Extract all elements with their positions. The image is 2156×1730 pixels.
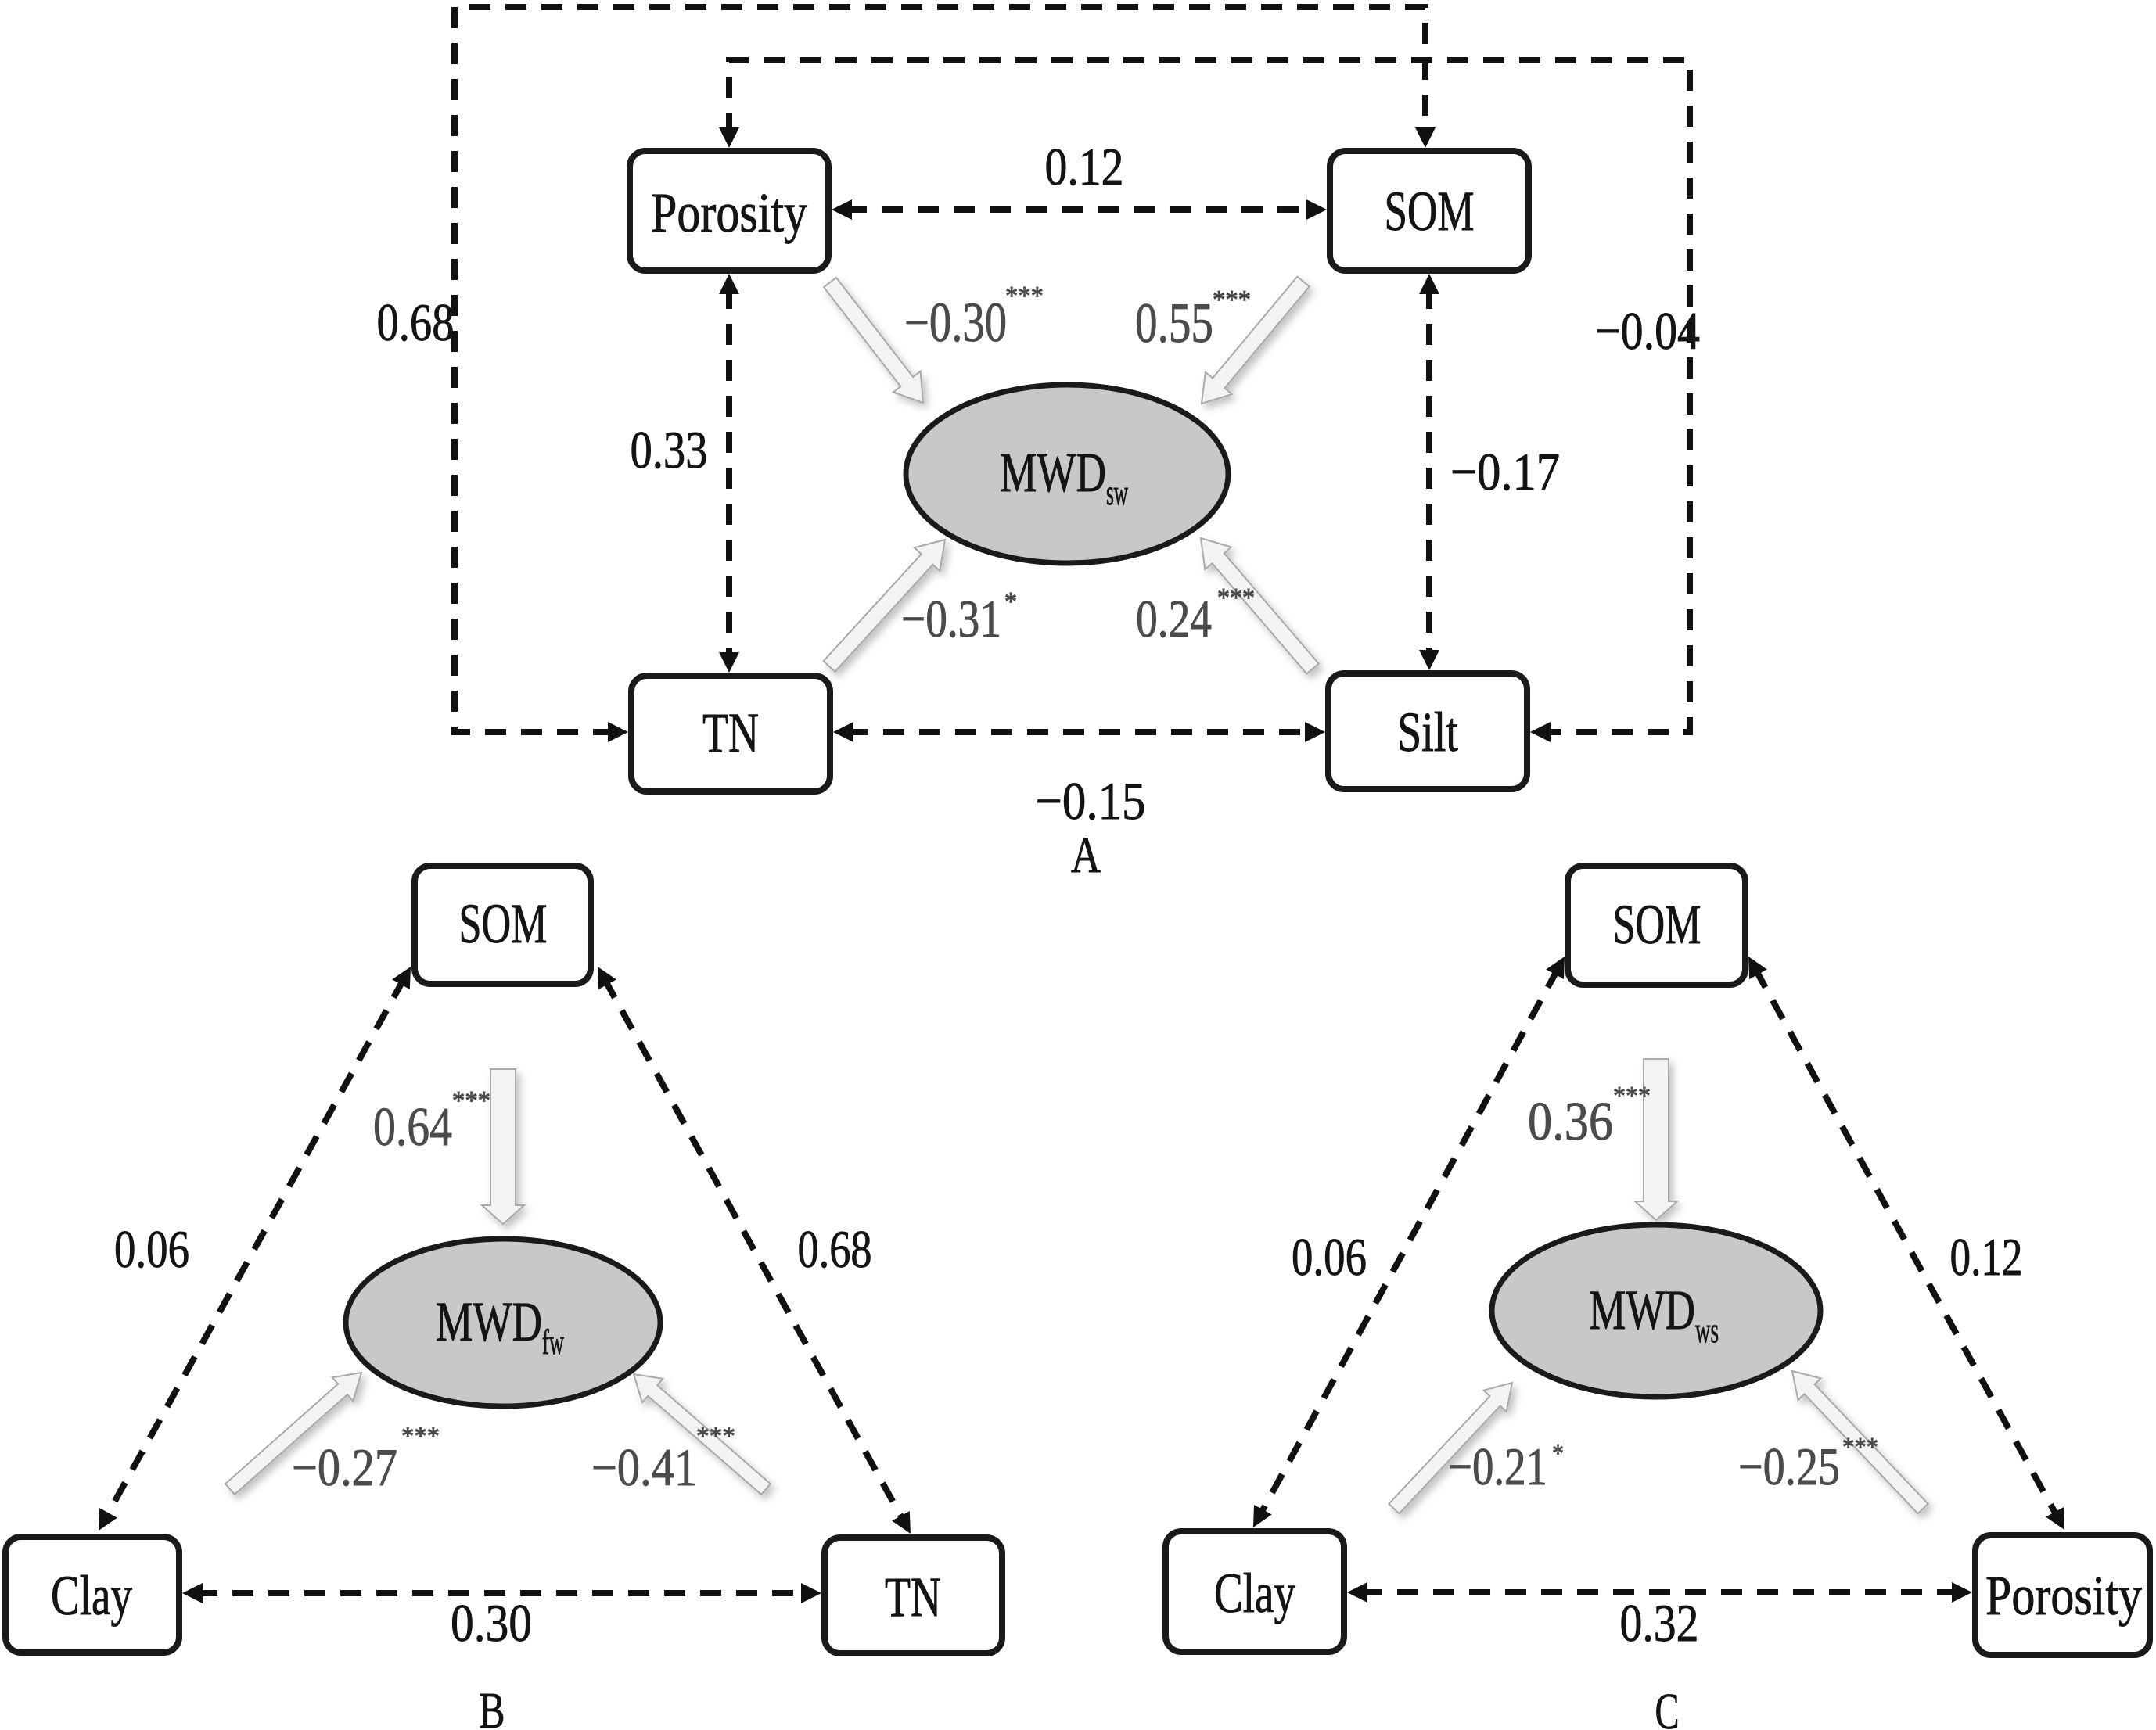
svg-text:MWDws: MWDws (1589, 1279, 1719, 1350)
svg-text:***: *** (452, 1086, 490, 1115)
svg-text:−0.25: −0.25 (1738, 1437, 1840, 1496)
svg-text:***: *** (1213, 285, 1251, 314)
svg-text:0.30: 0.30 (451, 1593, 532, 1653)
svg-text:−0.41: −0.41 (591, 1437, 697, 1497)
svg-text:SOM: SOM (459, 892, 548, 955)
svg-text:MWDsw: MWDsw (1000, 441, 1128, 512)
svg-text:−0.27: −0.27 (292, 1437, 397, 1497)
svg-text:0.55: 0.55 (1135, 292, 1213, 354)
svg-text:0.06: 0.06 (114, 1219, 189, 1279)
svg-text:0.33: 0.33 (631, 420, 708, 479)
svg-text:***: *** (1842, 1433, 1878, 1462)
svg-text:0.12: 0.12 (1950, 1227, 2023, 1287)
svg-text:Porosity: Porosity (651, 181, 807, 244)
svg-text:0.68: 0.68 (798, 1219, 872, 1279)
svg-text:*: * (1552, 1439, 1564, 1468)
svg-text:Clay: Clay (1214, 1562, 1295, 1624)
svg-text:SOM: SOM (1385, 180, 1475, 242)
svg-text:0.32: 0.32 (1620, 1593, 1699, 1653)
svg-text:A: A (1071, 827, 1101, 884)
svg-text:***: *** (1005, 282, 1044, 310)
svg-text:Clay: Clay (51, 1564, 132, 1627)
svg-text:***: *** (696, 1422, 735, 1451)
svg-text:TN: TN (702, 702, 759, 764)
svg-text:SOM: SOM (1613, 893, 1701, 956)
svg-text:***: *** (401, 1422, 440, 1451)
svg-text:C: C (1655, 1683, 1680, 1730)
svg-text:*: * (1004, 587, 1017, 616)
svg-text:−0.04: −0.04 (1595, 301, 1700, 361)
svg-text:0.64: 0.64 (373, 1097, 452, 1158)
svg-text:***: *** (1613, 1082, 1651, 1111)
svg-text:−0.31: −0.31 (901, 589, 1001, 648)
svg-text:0.12: 0.12 (1045, 137, 1124, 196)
svg-text:−0.21: −0.21 (1448, 1437, 1547, 1496)
svg-text:0.36: 0.36 (1528, 1092, 1613, 1152)
svg-text:Porosity: Porosity (1985, 1564, 2142, 1627)
svg-text:0.68: 0.68 (377, 293, 455, 352)
svg-text:***: *** (1217, 583, 1255, 612)
svg-text:B: B (480, 1682, 505, 1730)
svg-text:−0.15: −0.15 (1036, 771, 1146, 831)
svg-text:Silt: Silt (1397, 701, 1458, 763)
svg-text:−0.30: −0.30 (904, 291, 1007, 354)
svg-text:−0.17: −0.17 (1450, 442, 1560, 501)
svg-text:MWDfw: MWDfw (436, 1290, 564, 1362)
svg-text:TN: TN (885, 1566, 941, 1628)
svg-text:0.24: 0.24 (1136, 589, 1212, 648)
svg-text:0.06: 0.06 (1292, 1227, 1367, 1287)
